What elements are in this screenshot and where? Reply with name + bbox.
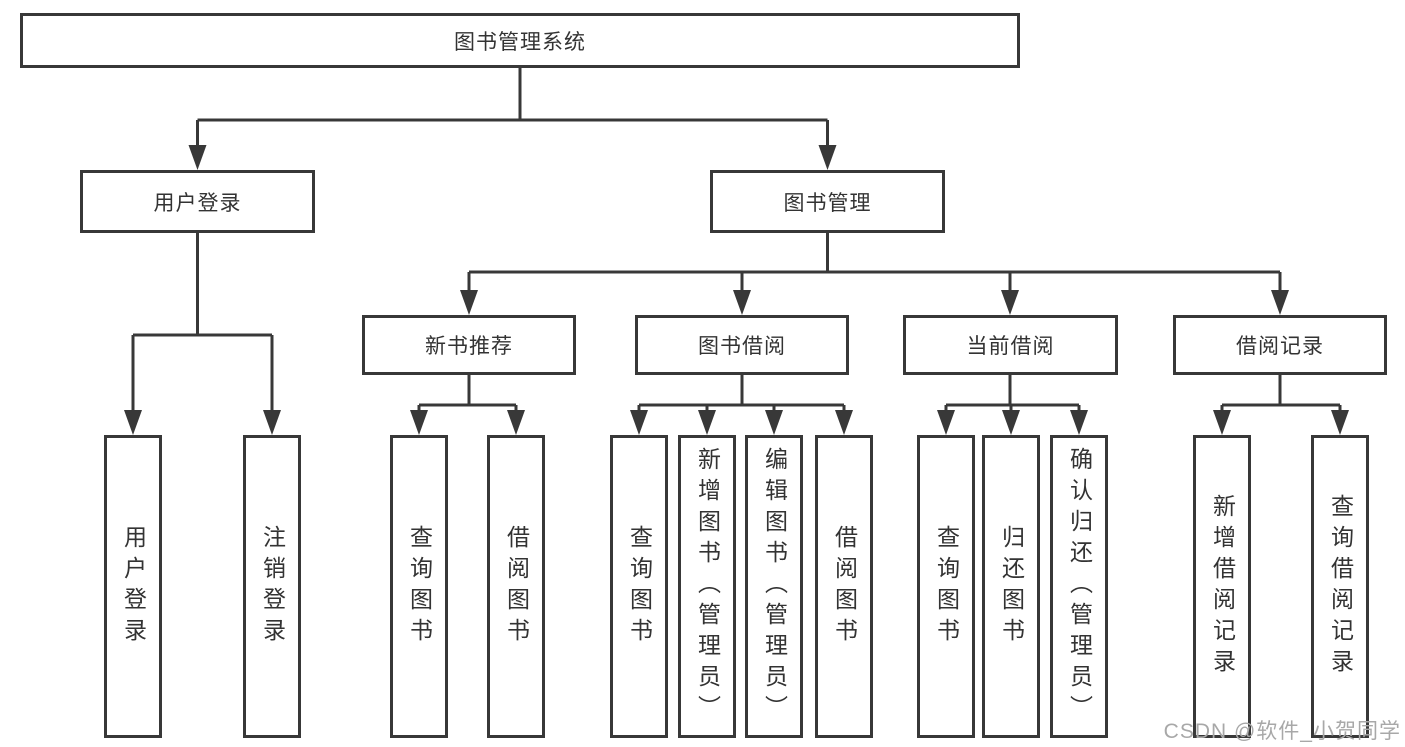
node-label: 借阅记录: [1236, 335, 1324, 358]
node-label: 新书推荐: [425, 335, 513, 358]
node-label: 查询图书: [933, 524, 960, 649]
node-logout: 注销登录: [243, 435, 301, 738]
node-confirm-return-admin: 确认归还（管理员）: [1050, 435, 1108, 738]
node-add-book-admin: 新增图书（管理员）: [678, 435, 736, 738]
node-borrow-books-borrowing: 借阅图书: [815, 435, 873, 738]
node-query-borrow-record: 查询借阅记录: [1311, 435, 1369, 738]
node-label: 用户登录: [153, 191, 242, 215]
node-label: 查询图书: [626, 524, 653, 649]
node-label: 借阅图书: [503, 524, 530, 649]
connector-arrowheads: [124, 145, 1349, 435]
node-user-login-leaf: 用户登录: [104, 435, 162, 738]
node-query-books-borrowing: 查询图书: [610, 435, 668, 738]
node-label: 注销登录: [259, 524, 286, 649]
node-return-book: 归还图书: [982, 435, 1040, 738]
node-user-login-branch: 用户登录: [80, 170, 315, 233]
node-label: 图书管理系统: [454, 30, 586, 54]
watermark: CSDN @软件_小贺同学: [1163, 720, 1401, 743]
node-label: 图书管理: [783, 191, 872, 215]
node-label: 当前借阅: [966, 335, 1055, 358]
node-book-management: 图书管理: [710, 170, 945, 233]
node-library-management-system: 图书管理系统: [20, 13, 1020, 68]
node-label: 借阅图书: [831, 524, 858, 649]
node-label: 查询图书: [406, 524, 433, 649]
node-current-borrowing: 当前借阅: [903, 315, 1118, 375]
node-book-borrowing: 图书借阅: [635, 315, 849, 375]
node-label: 新增借阅记录: [1209, 493, 1236, 680]
node-borrow-books-recommend: 借阅图书: [487, 435, 545, 738]
node-edit-book-admin: 编辑图书（管理员）: [745, 435, 803, 738]
node-query-books-recommend: 查询图书: [390, 435, 448, 738]
node-new-book-recommend: 新书推荐: [362, 315, 576, 375]
node-label: 用户登录: [120, 524, 147, 649]
node-label: 编辑图书（管理员）: [761, 447, 788, 726]
node-add-borrow-record: 新增借阅记录: [1193, 435, 1251, 738]
node-label: 图书借阅: [698, 335, 786, 358]
node-label: 新增图书（管理员）: [694, 447, 721, 726]
node-query-books-current: 查询图书: [917, 435, 975, 738]
node-label: 查询借阅记录: [1327, 493, 1354, 680]
node-label: 归还图书: [998, 524, 1025, 649]
connector-stems: [131, 66, 1342, 415]
node-label: 确认归还（管理员）: [1066, 447, 1093, 726]
node-borrowing-records: 借阅记录: [1173, 315, 1387, 375]
